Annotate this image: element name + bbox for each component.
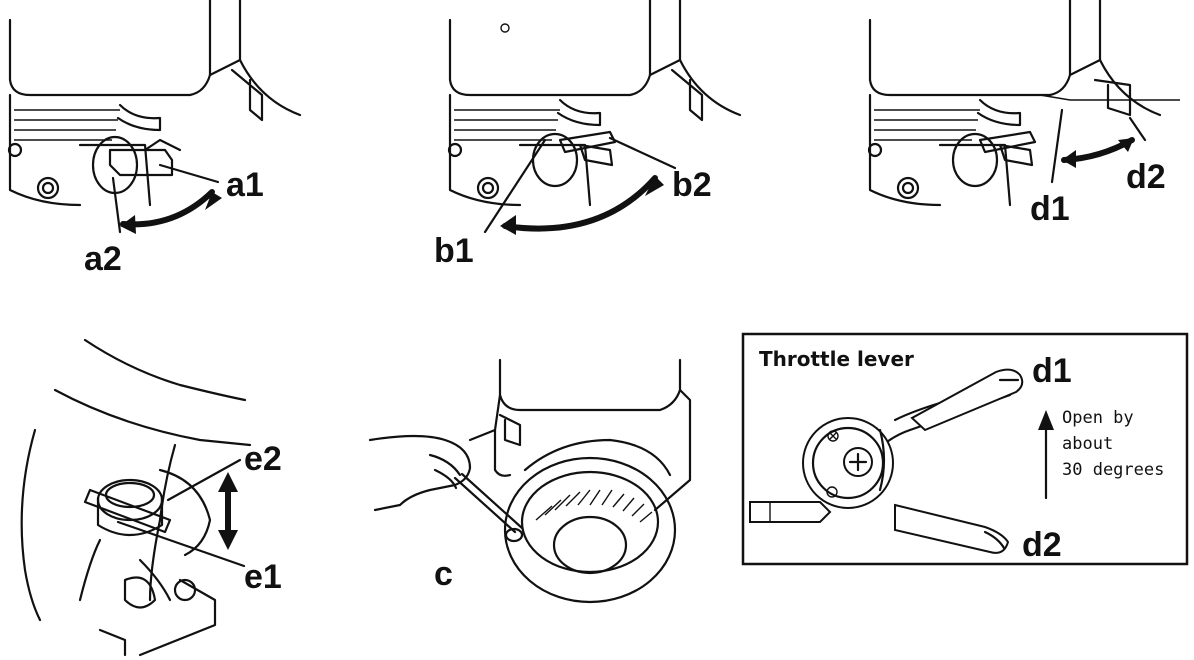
throttle-note-line-2: about [1062,434,1113,454]
throttle-note-line-1: Open by [1062,408,1134,428]
label-b1: b1 [434,232,474,270]
panel-c-illustration [368,358,692,604]
throttle-lever-title: Throttle lever [759,347,914,371]
panel-e-illustration [20,338,252,657]
label-d2: d2 [1126,158,1166,196]
panel-a-illustration [7,0,302,234]
label-d1: d1 [1030,190,1070,228]
label-e1: e1 [244,558,282,596]
label-c: c [434,555,453,593]
throttle-note-line-3: 30 degrees [1062,460,1164,480]
label-e2: e2 [244,440,282,478]
panel-d-illustration [867,0,1180,207]
throttle-lever-box [741,332,1189,566]
label-a2: a2 [84,240,122,278]
throttle-label-d1: d1 [1032,352,1072,390]
panel-b-illustration [447,0,742,235]
throttle-label-d2: d2 [1022,526,1062,564]
label-b2: b2 [672,166,712,204]
label-a1: a1 [226,166,264,204]
